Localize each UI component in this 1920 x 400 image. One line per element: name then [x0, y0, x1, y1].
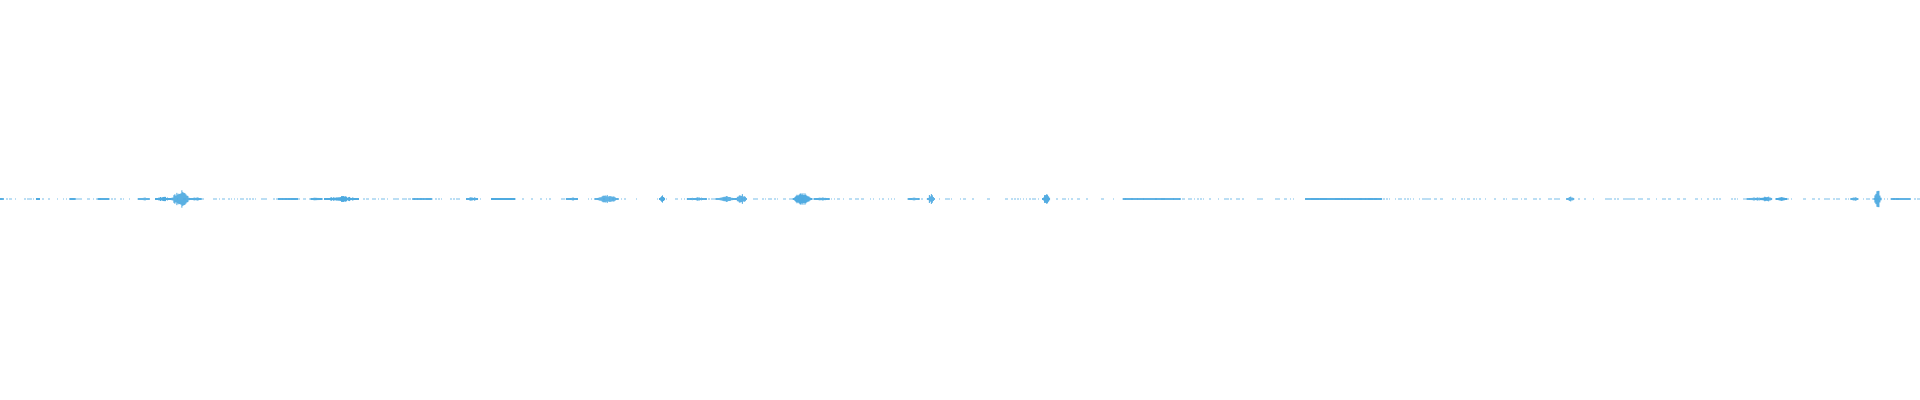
waveform-burst — [97, 198, 110, 200]
waveform-burst — [715, 196, 736, 202]
waveform-burst — [35, 198, 40, 200]
waveform-burst — [1042, 194, 1051, 204]
waveform-burst — [594, 194, 619, 204]
waveform-burst — [137, 197, 150, 201]
waveform-burst — [1775, 197, 1788, 201]
waveform-burst — [907, 197, 920, 201]
waveform-burst — [491, 198, 516, 200]
waveform-burst — [1566, 196, 1575, 202]
waveform-burst — [0, 198, 4, 200]
waveform-burst — [792, 193, 813, 205]
waveform-burst — [1760, 196, 1773, 202]
waveform-burst — [565, 197, 578, 201]
waveform-burst — [466, 197, 479, 201]
waveform-burst — [310, 197, 323, 201]
waveform-burst — [1122, 198, 1181, 200]
waveform-burst — [155, 196, 172, 202]
waveform-burst — [926, 194, 935, 204]
waveform-burst — [1850, 197, 1859, 201]
waveform-burst — [189, 197, 202, 201]
waveform-burst — [734, 194, 747, 204]
waveform-burst — [813, 197, 830, 201]
waveform-burst — [1873, 190, 1882, 208]
waveform-burst — [323, 196, 359, 202]
waveform-burst — [1890, 198, 1911, 200]
waveform-burst — [412, 198, 433, 200]
waveform-burst — [1305, 198, 1383, 200]
waveform-burst — [659, 195, 666, 203]
waveform-burst — [686, 197, 707, 201]
waveform-burst — [170, 190, 191, 208]
waveform-burst — [277, 198, 298, 200]
waveform-burst — [69, 198, 76, 200]
